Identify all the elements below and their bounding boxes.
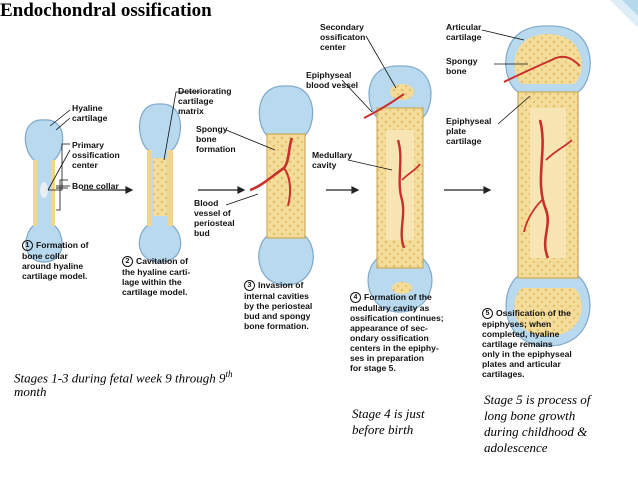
- label-medullary-cavity: Medullary cavity: [312, 150, 353, 170]
- caption-stage-4: Stage 4 is just before birth: [352, 406, 425, 437]
- epiphyseal-blood-vessel: [363, 93, 405, 119]
- label-spongy-bone-formation: Spongy bone formation: [196, 124, 236, 154]
- label-hyaline-cartilage: Hyaline cartilage: [72, 103, 108, 123]
- stage1-leaders: [47, 109, 71, 191]
- label-blood-vessel-periosteal: Blood vessel of periosteal bud: [194, 198, 235, 238]
- caption-stage-5: Stage 5 is process of long bone growth d…: [484, 392, 591, 455]
- bone-stage-1: [24, 119, 64, 263]
- label-epiphyseal-plate: Epiphyseal plate cartilage: [446, 116, 492, 146]
- bone-collar-right: [51, 160, 55, 226]
- slide-corner-decoration: [610, 0, 638, 28]
- label-articular-cartilage: Articular cartilage: [446, 22, 482, 42]
- caption-stages-1-3-month: month: [14, 384, 47, 399]
- page-title: Endochondral ossification: [0, 0, 212, 21]
- label-epiphyseal-blood-vessel: Epiphyseal blood vessel: [306, 70, 359, 90]
- bone-stage-2: [138, 103, 182, 263]
- bone-stage-5: [503, 25, 591, 347]
- bone-stage-4: [363, 65, 433, 313]
- label-primary-ossification-center: Primary ossification center: [72, 140, 120, 170]
- label-secondary-ossification: Secondary ossificaton center: [320, 22, 366, 52]
- bone-collar-left: [33, 160, 37, 226]
- label-spongy-bone: Spongy bone: [446, 56, 478, 76]
- secondary-ossification-center: [390, 84, 414, 100]
- leader-lines: [48, 29, 531, 211]
- label-bone-collar: Bone collar: [72, 181, 119, 191]
- bone-stage-3: [249, 85, 314, 286]
- primary-center-mark: [40, 182, 48, 198]
- label-deteriorating-cartilage: Deteriorating cartilage matrix: [178, 86, 232, 116]
- caption-stages-1-3: Stages 1-3 during fetal week 9 through 9…: [14, 369, 233, 386]
- stage-arrows: [82, 186, 492, 194]
